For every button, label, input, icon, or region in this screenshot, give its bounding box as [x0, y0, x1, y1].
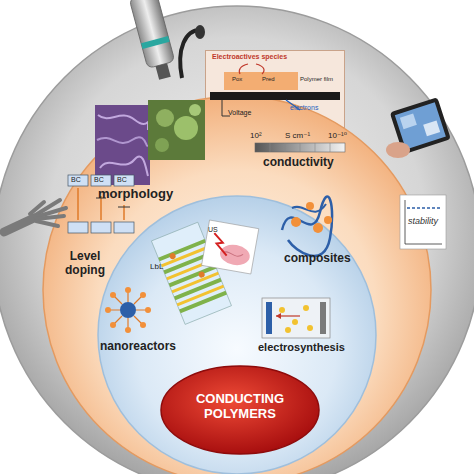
- middle-circle: morphologyconductivityLevel dopingcompos…: [42, 95, 432, 474]
- node-label: electrosynthesis: [258, 341, 345, 354]
- band-label: BC: [94, 176, 104, 184]
- circle-outline: [161, 366, 319, 454]
- node-label: composites: [284, 252, 351, 266]
- band-label: BC: [71, 176, 81, 184]
- node-label: Level doping: [50, 250, 120, 278]
- scale-value: 10⁻¹⁰: [328, 131, 347, 140]
- scale-value: 10²: [250, 131, 262, 140]
- node-label: Voltage: [228, 109, 251, 117]
- node-label: stability: [408, 216, 438, 226]
- circle-outline: [43, 96, 431, 474]
- scale-unit: S cm⁻¹: [285, 131, 310, 140]
- circle-outline: [0, 6, 474, 474]
- node-label: morphology: [98, 187, 173, 202]
- node-label: Pred: [262, 76, 275, 83]
- outer-circle: stability Electroactives speciesPox Pred Po…: [0, 5, 474, 474]
- node-label: electrons: [290, 104, 318, 112]
- inner-circle: composites nanoreactors electrosynthesisCO…: [97, 195, 377, 474]
- node-label: Pox: [232, 76, 242, 83]
- node-label: conductivity: [263, 156, 334, 170]
- node-label: Polymer film: [300, 76, 333, 83]
- ultrasound-label: US: [208, 226, 218, 234]
- node-label: nanoreactors: [100, 340, 176, 354]
- band-label: BC: [117, 176, 127, 184]
- node-label: Electroactives species: [212, 53, 287, 61]
- film-label: LbL: [150, 262, 163, 271]
- circle-outline: [98, 196, 376, 474]
- core-ellipse: CONDUCTING POLYMERS: [160, 365, 320, 455]
- node-label: CONDUCTING POLYMERS: [175, 392, 305, 422]
